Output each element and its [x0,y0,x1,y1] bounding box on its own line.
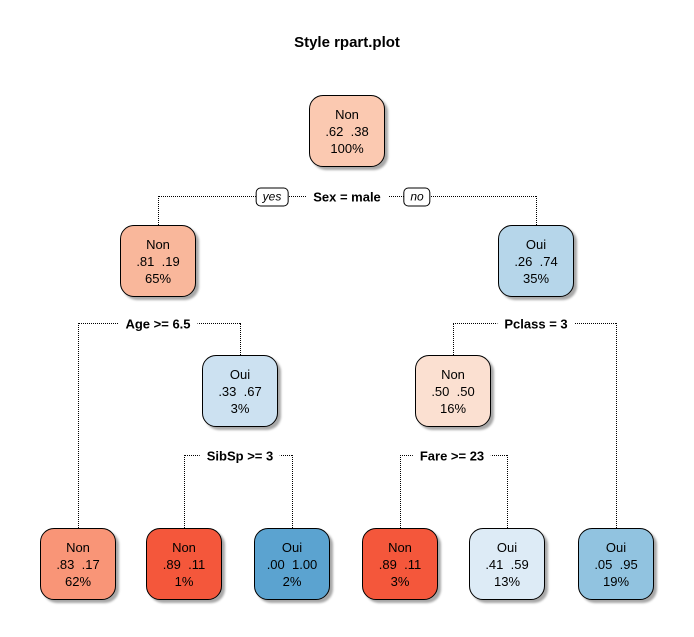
plot-title: Style rpart.plot [294,34,400,51]
tree-node-male: Non .81 .19 65% [120,225,196,297]
node-percentage: 19% [602,573,630,589]
branch-label-no: no [403,187,431,207]
tree-node-root: Non .62 .38 100% [309,95,385,167]
node-percentage: 3% [390,573,410,589]
node-probabilities: .89 .11 [162,556,206,572]
node-probabilities: .62 .38 [325,123,369,139]
node-class-label: Non [146,236,170,252]
branch-line [240,323,241,355]
node-probabilities: .50 .50 [431,383,475,399]
tree-node-male-young: Oui .33 .67 3% [202,355,278,427]
node-class-label: Oui [496,539,518,555]
node-probabilities: .05 .95 [594,556,638,572]
split-label-sibsp: SibSp >= 3 [199,447,281,465]
branch-label-yes: yes [255,187,289,207]
node-percentage: 2% [282,573,302,589]
node-probabilities: .89 .11 [378,556,422,572]
split-label-age: Age >= 6.5 [118,315,198,333]
split-label-sex: Sex = male [306,188,388,206]
branch-line [616,323,617,528]
split-label-pclass: Pclass = 3 [497,315,575,333]
node-percentage: 1% [174,573,194,589]
node-class-label: Oui [525,236,547,252]
node-percentage: 13% [493,573,521,589]
branch-line [78,323,79,528]
branch-line [453,323,454,355]
branch-line [507,455,508,528]
node-probabilities: .81 .19 [136,253,180,269]
split-label-fare: Fare >= 23 [412,447,492,465]
node-percentage: 35% [522,270,550,286]
node-probabilities: .26 .74 [514,253,558,269]
tree-leaf-sibsp-high: Non .89 .11 1% [146,528,222,600]
tree-leaf-fare-high: Non .89 .11 3% [362,528,438,600]
node-percentage: 16% [439,400,467,416]
tree-leaf-class12: Oui .05 .95 19% [578,528,654,600]
tree-node-female-pclass3: Non .50 .50 16% [415,355,491,427]
node-probabilities: .41 .59 [485,556,529,572]
node-class-label: Oui [281,539,303,555]
branch-line [184,455,185,528]
node-percentage: 100% [330,140,364,156]
node-percentage: 65% [144,270,172,286]
node-class-label: Oui [605,539,627,555]
node-class-label: Non [388,539,412,555]
branch-line [292,455,293,528]
branch-line [400,455,401,528]
branch-line [536,196,537,225]
tree-leaf-male-older: Non .83 .17 62% [40,528,116,600]
node-class-label: Non [335,106,359,122]
node-percentage: 62% [64,573,92,589]
tree-leaf-sibsp-low: Oui .00 1.00 2% [254,528,330,600]
node-percentage: 3% [230,400,250,416]
node-probabilities: .83 .17 [56,556,100,572]
node-class-label: Non [441,366,465,382]
branch-line [158,196,159,225]
node-probabilities: .00 1.00 [266,556,318,572]
tree-leaf-fare-low: Oui .41 .59 13% [469,528,545,600]
node-class-label: Non [66,539,90,555]
node-class-label: Oui [229,366,251,382]
node-probabilities: .33 .67 [218,383,262,399]
tree-node-female: Oui .26 .74 35% [498,225,574,297]
node-class-label: Non [172,539,196,555]
